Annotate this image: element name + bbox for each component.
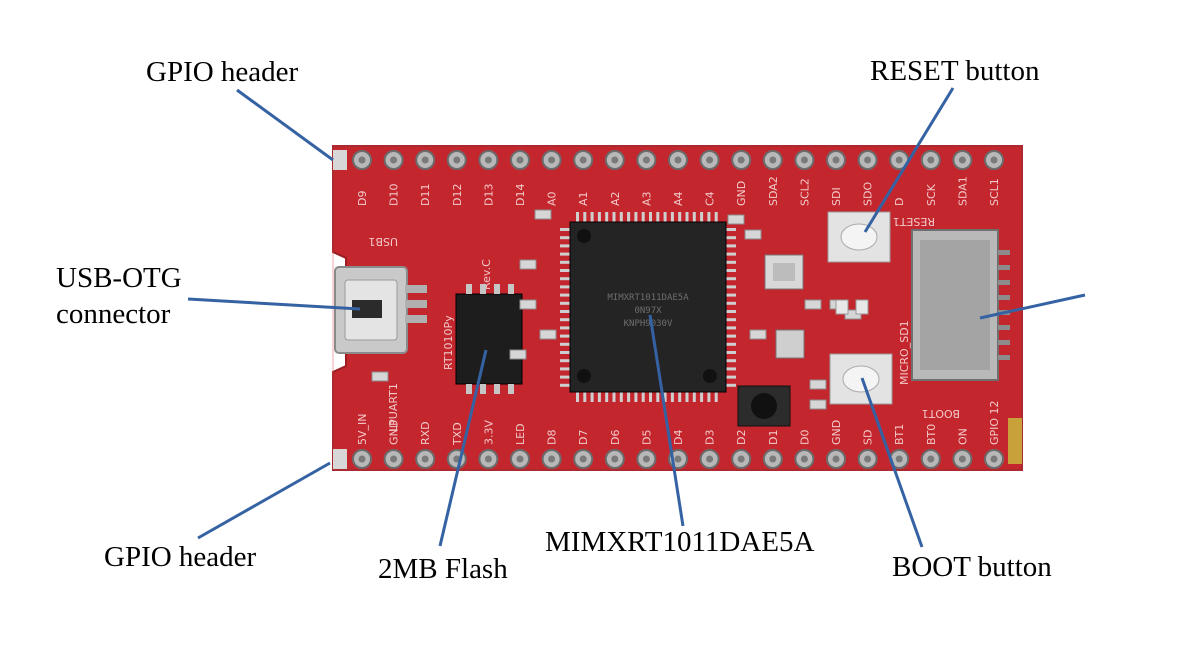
chip-marking-2: 0N97X <box>634 306 662 316</box>
pin-silkscreen-label: A4 <box>672 191 685 206</box>
pin-silkscreen-label: 3.3V <box>482 420 495 445</box>
pin-silkscreen-label: SD <box>862 430 875 445</box>
crystal <box>764 254 804 290</box>
pin-silkscreen-label: SCL2 <box>798 178 811 206</box>
usb-otg-label-line1: USB-OTG <box>56 262 182 294</box>
pin-silkscreen-label: GPIO 12 <box>988 400 1001 445</box>
pin-silkscreen-label: GND <box>388 420 401 445</box>
edge-pad <box>1008 418 1022 464</box>
pin-silkscreen-label: D4 <box>672 430 685 445</box>
micro-sd-silkscreen: MICRO_SD1 <box>898 320 911 385</box>
revision-silkscreen: Rev.C <box>480 259 493 290</box>
pin-silkscreen-label: A2 <box>609 191 622 206</box>
gpio-header-bottom <box>333 449 1004 469</box>
chip-marking-3: KNPH9030V <box>624 319 673 329</box>
flash-label: 2MB Flash <box>378 553 508 585</box>
pin-silkscreen-label: GND <box>830 420 843 445</box>
pin-silkscreen-label: C4 <box>704 191 717 206</box>
usb-otg-label-line2: connector <box>56 298 171 330</box>
pin-silkscreen-label: BT1 <box>893 424 906 445</box>
gpio-header-bottom-label: GPIO header <box>104 541 257 573</box>
bottom-pin-labels: 5V_IN GND RXD TXD 3.3V LED D8 D7 D6 D5 D4 D3 D2 D1 D0 G… <box>356 400 1001 446</box>
gpio-header-top <box>333 150 1004 170</box>
pin-silkscreen-label: D2 <box>735 430 748 445</box>
boot-button-label: BOOT button <box>892 551 1052 583</box>
callout-gpio-top <box>236 88 334 162</box>
pin-silkscreen-label: SCK <box>925 183 938 206</box>
board-name-silkscreen: RT1010Py <box>442 315 455 370</box>
pin-silkscreen-label: TXD <box>451 422 464 446</box>
pin-silkscreen-label: D13 <box>482 184 495 206</box>
small-crystal <box>775 329 805 359</box>
pin-silkscreen-label: ON <box>956 428 969 445</box>
pin-silkscreen-label: BT0 <box>925 424 938 445</box>
callout-sd <box>979 293 1086 320</box>
pin-silkscreen-label: D0 <box>798 430 811 445</box>
pin-silkscreen-label: D1 <box>767 430 780 445</box>
callout-gpio-bottom <box>197 461 331 540</box>
usb-otg-connector <box>334 266 427 354</box>
pin-silkscreen-label: SDA1 <box>956 176 969 206</box>
pin-silkscreen-label: SDI <box>830 187 843 206</box>
pin-silkscreen-label: SDA2 <box>767 176 780 206</box>
pin-silkscreen-label: A3 <box>640 191 653 206</box>
passive-components <box>371 209 869 410</box>
pin-silkscreen-label: RXD <box>419 421 432 445</box>
pin-silkscreen-label: SCL1 <box>988 178 1001 206</box>
chip-marking-1: MIMXRT1011DAE5A <box>607 293 689 303</box>
pin-silkscreen-label: D12 <box>451 184 464 206</box>
pin-silkscreen-label: D3 <box>704 430 717 445</box>
pin-silkscreen-label: D7 <box>577 430 590 445</box>
pin-silkscreen-label: D8 <box>546 430 559 445</box>
pin-silkscreen-label: SDO <box>862 182 875 206</box>
pin-silkscreen-label: LED <box>514 423 527 445</box>
pin-silkscreen-label: D14 <box>514 184 527 206</box>
callout-usb <box>187 297 361 311</box>
pin-silkscreen-label: D5 <box>640 430 653 445</box>
callout-flash <box>438 349 488 547</box>
pin-silkscreen-label: D11 <box>419 184 432 206</box>
mcu-label: MIMXRT1011DAE5A <box>545 526 815 558</box>
pin-silkscreen-label: A1 <box>577 191 590 206</box>
pin-silkscreen-label: A0 <box>546 191 559 206</box>
callout-boot <box>860 377 924 548</box>
pin-silkscreen-label: GND <box>735 181 748 206</box>
usb-silkscreen: USB1 <box>368 235 398 248</box>
top-pin-labels: D9 D10 D11 D12 D13 D14 A0 A1 A2 A3 A4 C4 GND SDA2 SCL2… <box>356 176 1001 206</box>
flash-chip <box>455 284 523 394</box>
callout-mcu <box>648 314 685 527</box>
inductor <box>737 385 791 427</box>
reset-button-label: RESET button <box>870 55 1040 87</box>
boot-silkscreen: BOOT1 <box>922 407 960 420</box>
mcu-chip: MIMXRT1011DAE5A 0N97X KNPH9030V <box>560 212 736 402</box>
callout-reset <box>863 87 955 233</box>
pin-silkscreen-label: D6 <box>609 430 622 445</box>
gpio-header-top-label: GPIO header <box>146 56 299 88</box>
pin-silkscreen-label: 5V_IN <box>356 414 369 446</box>
reset-silkscreen: RESET1 <box>893 215 935 228</box>
lpuart-silkscreen: LPUART1 <box>387 383 400 432</box>
micro-sd-slot <box>911 229 1010 381</box>
pin-silkscreen-label: D10 <box>388 184 401 206</box>
pin-silkscreen-label: D9 <box>356 191 369 206</box>
callout-lines <box>187 87 1086 548</box>
reset-button-part <box>827 211 891 263</box>
pin-silkscreen-label: D <box>893 198 906 206</box>
